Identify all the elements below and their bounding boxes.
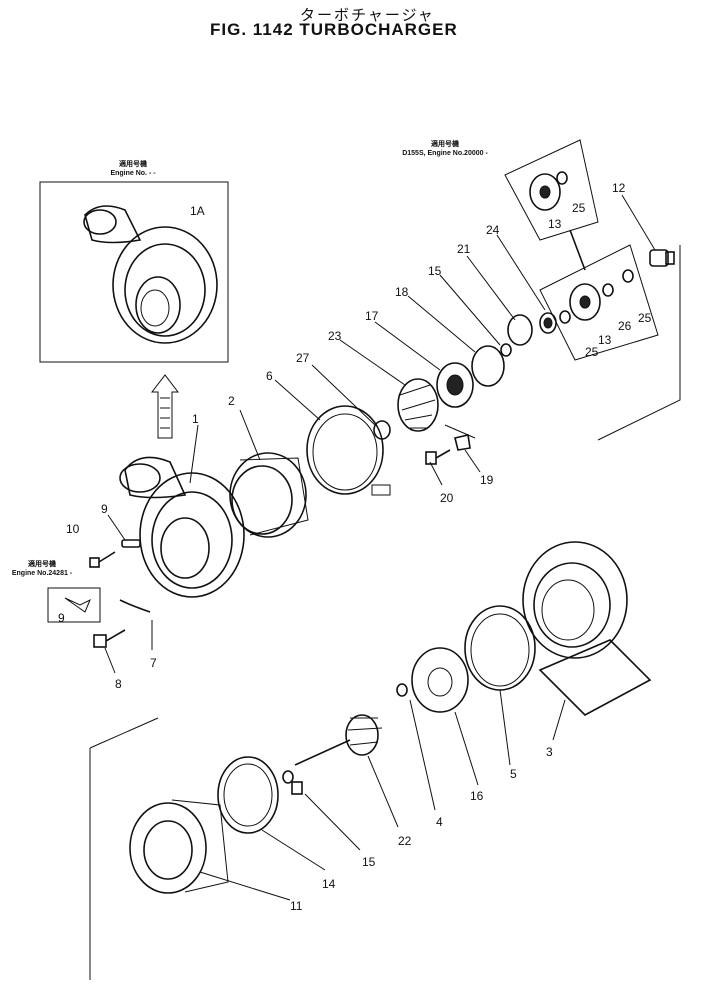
ring-4 bbox=[396, 683, 408, 697]
nut-27 bbox=[373, 420, 391, 440]
callout-15-upper: 15 bbox=[428, 264, 442, 278]
callout-labels: 1A 1 2 3 4 5 6 7 8 9 9 10 11 12 13 13 14… bbox=[58, 181, 652, 913]
figure-title: FIG. 1142 TURBOCHARGER bbox=[210, 20, 458, 39]
lock-plate-19 bbox=[454, 434, 471, 451]
callout-15-lower: 15 bbox=[362, 855, 376, 869]
ring-25-inline bbox=[559, 310, 571, 324]
callout-6: 6 bbox=[266, 369, 273, 383]
washer-15-upper bbox=[500, 343, 512, 357]
callout-25-middle: 25 bbox=[585, 345, 599, 359]
callout-23: 23 bbox=[328, 329, 342, 343]
inset-left-note-jp: 適用号機 bbox=[119, 161, 147, 168]
inset-left-note: 適用号機 Engine No. - - bbox=[88, 160, 178, 178]
inset-right-lower bbox=[539, 244, 659, 361]
arrow-up-icon bbox=[150, 374, 180, 439]
compressor-wheel-23 bbox=[397, 378, 439, 432]
thrust-bearing-13-lower bbox=[569, 283, 601, 321]
fitting-12 bbox=[649, 249, 675, 267]
callout-7: 7 bbox=[150, 656, 157, 670]
v-band-clamp-6 bbox=[306, 405, 391, 496]
bracket-7 bbox=[119, 599, 151, 613]
title-japanese: ターボチャージャ bbox=[300, 7, 435, 24]
callout-16: 16 bbox=[470, 789, 484, 803]
callout-13-upper: 13 bbox=[548, 217, 562, 231]
callout-13-lower: 13 bbox=[598, 333, 612, 347]
callout-9-main: 9 bbox=[101, 502, 108, 516]
callout-24: 24 bbox=[486, 223, 500, 237]
callout-22: 22 bbox=[398, 834, 412, 848]
inset-right-note-jp: 適用号機 bbox=[431, 141, 459, 148]
inset-bolt-frame bbox=[47, 587, 101, 623]
ring-25-lower bbox=[622, 269, 634, 283]
bolt-20 bbox=[425, 449, 451, 465]
callout-17: 17 bbox=[365, 309, 379, 323]
thrust-bearing-13-upper bbox=[529, 173, 561, 211]
inset-lower-leader bbox=[89, 717, 159, 749]
heat-shield-16 bbox=[411, 647, 469, 713]
inset-left-frame bbox=[39, 181, 229, 363]
ring-26 bbox=[602, 283, 614, 297]
back-plate-2 bbox=[229, 452, 309, 538]
callout-19: 19 bbox=[480, 473, 494, 487]
seal-ring-15 bbox=[291, 781, 303, 795]
bolt-8 bbox=[93, 629, 126, 648]
ring-25-upper bbox=[556, 171, 568, 185]
seal-plate-17 bbox=[436, 362, 474, 408]
o-ring-18 bbox=[471, 345, 505, 387]
inset-left-note-en: Engine No. - - bbox=[110, 170, 156, 177]
center-housing-11 bbox=[129, 799, 229, 894]
callout-20: 20 bbox=[440, 491, 454, 505]
callout-18: 18 bbox=[395, 285, 409, 299]
inset-right-note: 適用号機 D155S, Engine No.20000 - bbox=[385, 140, 505, 158]
callout-1: 1 bbox=[192, 412, 199, 426]
callout-21: 21 bbox=[457, 242, 471, 256]
callout-25-upper: 25 bbox=[572, 201, 586, 215]
compressor-housing-1a bbox=[83, 205, 218, 344]
bolt-10 bbox=[89, 551, 116, 568]
callout-2: 2 bbox=[228, 394, 235, 408]
v-band-clamp-5 bbox=[464, 605, 536, 691]
callout-14: 14 bbox=[322, 877, 336, 891]
inset-bolt-note: 適用号機 Engine No.24281 - bbox=[2, 560, 82, 578]
callout-9-inset: 9 bbox=[58, 611, 65, 625]
bearing-24 bbox=[539, 312, 557, 334]
callout-25-right: 25 bbox=[638, 311, 652, 325]
spring-connector bbox=[569, 229, 586, 271]
inset-right-note-en: D155S, Engine No.20000 - bbox=[402, 150, 488, 157]
clip-9-inset bbox=[64, 597, 91, 613]
ring-15-lower bbox=[282, 770, 294, 784]
compressor-housing-1 bbox=[119, 456, 245, 598]
clip-9 bbox=[121, 539, 141, 548]
inset-right-leader bbox=[597, 245, 681, 441]
back-plate-14 bbox=[217, 756, 279, 834]
callout-10: 10 bbox=[66, 522, 80, 536]
callout-27: 27 bbox=[296, 351, 310, 365]
turbine-shaft-22 bbox=[294, 714, 383, 766]
leader-lines bbox=[104, 194, 656, 901]
callout-12: 12 bbox=[612, 181, 626, 195]
inset-bolt-note-jp: 適用号機 bbox=[28, 561, 56, 568]
callout-4: 4 bbox=[436, 815, 443, 829]
callout-26: 26 bbox=[618, 319, 632, 333]
callout-8: 8 bbox=[115, 677, 122, 691]
inset-bolt-note-en: Engine No.24281 - bbox=[11, 570, 73, 577]
callout-5: 5 bbox=[510, 767, 517, 781]
inset-right-upper bbox=[504, 139, 599, 241]
callout-3: 3 bbox=[546, 745, 553, 759]
turbine-housing-3 bbox=[522, 541, 652, 716]
callout-1A: 1A bbox=[190, 204, 205, 218]
thrust-collar-21 bbox=[507, 314, 533, 346]
callout-11: 11 bbox=[290, 899, 303, 913]
